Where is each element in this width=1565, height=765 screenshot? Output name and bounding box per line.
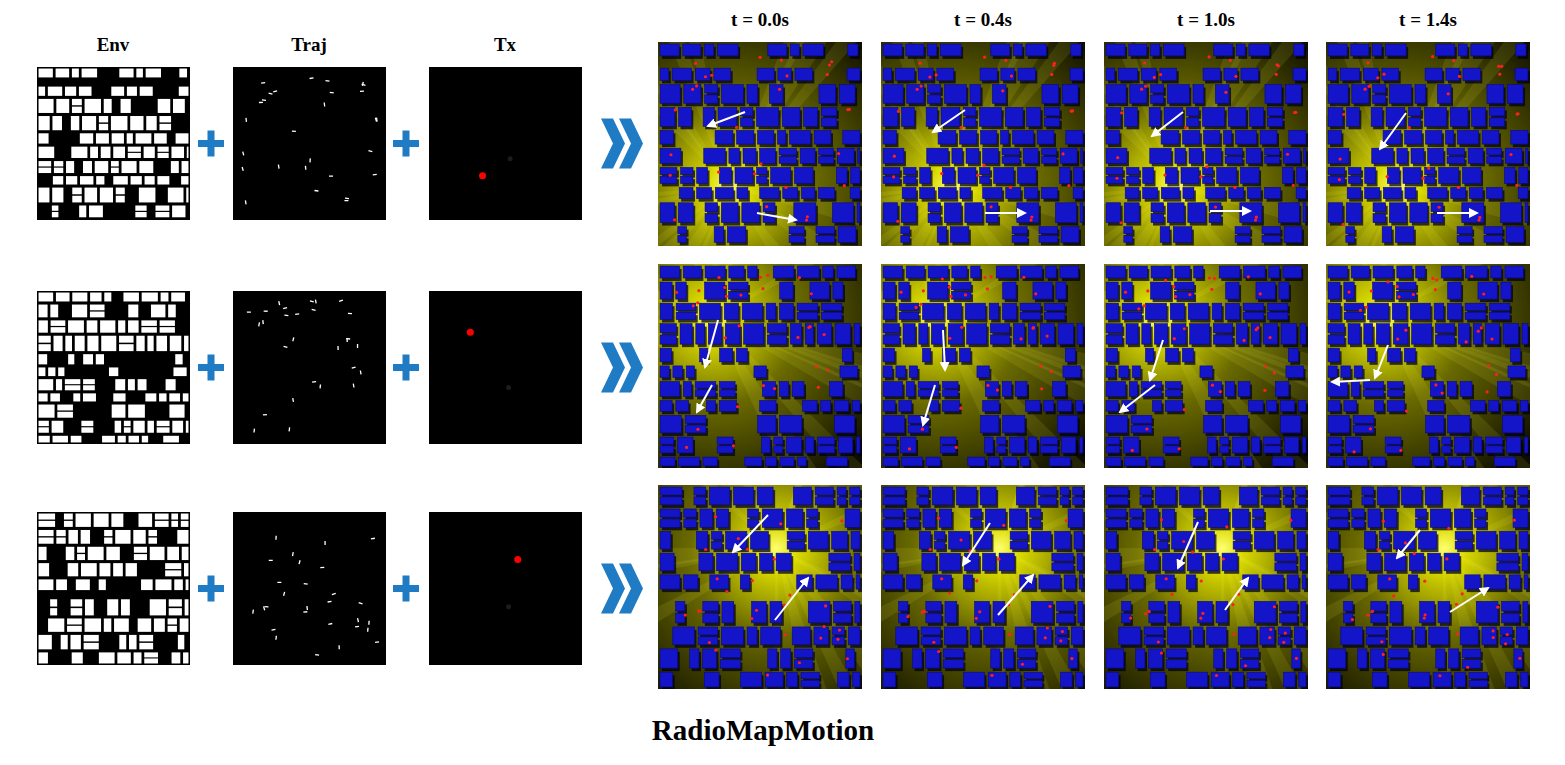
radio-map-frame: [902, 242, 1522, 765]
figure-caption: RadioMapMotion: [652, 714, 874, 747]
transmitter-map: [429, 67, 582, 220]
column-heading: Traj: [291, 34, 327, 56]
radio-map-frame: [679, 242, 1299, 765]
plus-symbol: [393, 576, 419, 602]
trajectory-map: [233, 512, 386, 665]
plus-symbol: [198, 355, 224, 381]
time-heading: t = 1.4s: [1399, 9, 1457, 31]
time-heading: t = 1.0s: [1177, 9, 1235, 31]
chevron-symbol: [601, 119, 643, 169]
time-heading: t = 0.0s: [731, 9, 789, 31]
time-heading: t = 0.4s: [954, 9, 1012, 31]
column-heading: Env: [97, 34, 130, 56]
chevron-symbol: [601, 564, 643, 614]
radio-map-frame: [1124, 242, 1565, 765]
trajectory-map: [233, 291, 386, 444]
column-heading: Tx: [494, 34, 516, 56]
environment-map: [37, 512, 190, 665]
environment-map: [37, 291, 190, 444]
plus-symbol: [393, 131, 419, 157]
environment-map: [37, 67, 190, 220]
plus-symbol: [198, 576, 224, 602]
plus-symbol: [198, 131, 224, 157]
radio-map-frame: [456, 242, 1076, 765]
radio-map-frame: [840, 0, 1471, 609]
chevron-symbol: [601, 343, 643, 393]
trajectory-map: [233, 67, 386, 220]
radio-map-frame: [617, 0, 1248, 609]
transmitter-map: [429, 291, 582, 444]
transmitter-map: [429, 512, 582, 665]
plus-symbol: [393, 355, 419, 381]
